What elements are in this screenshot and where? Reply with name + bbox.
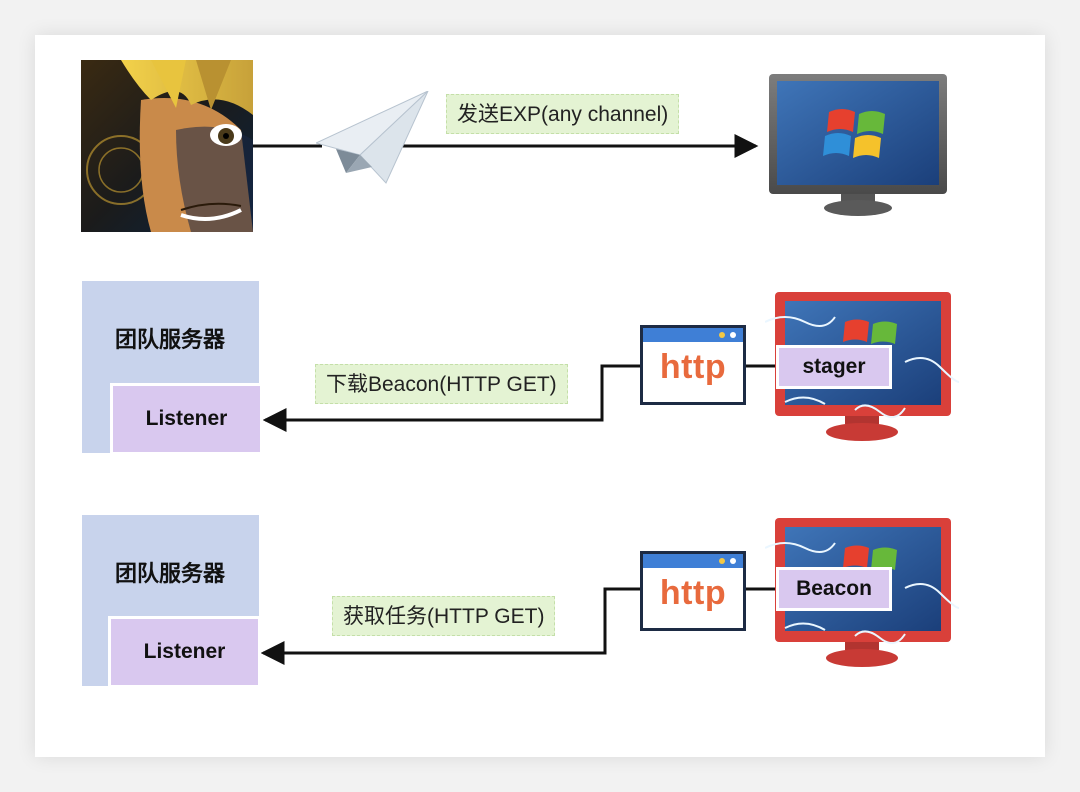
http-window-icon: http (640, 551, 746, 631)
http-text: http (659, 348, 727, 386)
team-server-title: 团队服务器 (115, 561, 226, 586)
row3-arrow-label: 获取任务(HTTP GET) (332, 596, 556, 636)
listener-box: Listener (110, 383, 263, 455)
hacker-avatar-icon (81, 60, 253, 232)
row3-arrow (260, 587, 641, 665)
http-window-icon: http (640, 325, 746, 405)
stager-tag: stager (776, 345, 892, 389)
paper-plane-icon (314, 90, 430, 186)
beacon-tag: Beacon (776, 567, 892, 611)
http-text: http (659, 574, 727, 612)
listener-box: Listener (108, 616, 261, 688)
row2-arrow (262, 364, 641, 432)
row2-arrow-label: 下载Beacon(HTTP GET) (315, 364, 568, 404)
row1-arrow-label: 发送EXP(any channel) (446, 94, 680, 134)
team-server-title: 团队服务器 (115, 327, 226, 352)
windows-monitor-icon (767, 72, 949, 218)
